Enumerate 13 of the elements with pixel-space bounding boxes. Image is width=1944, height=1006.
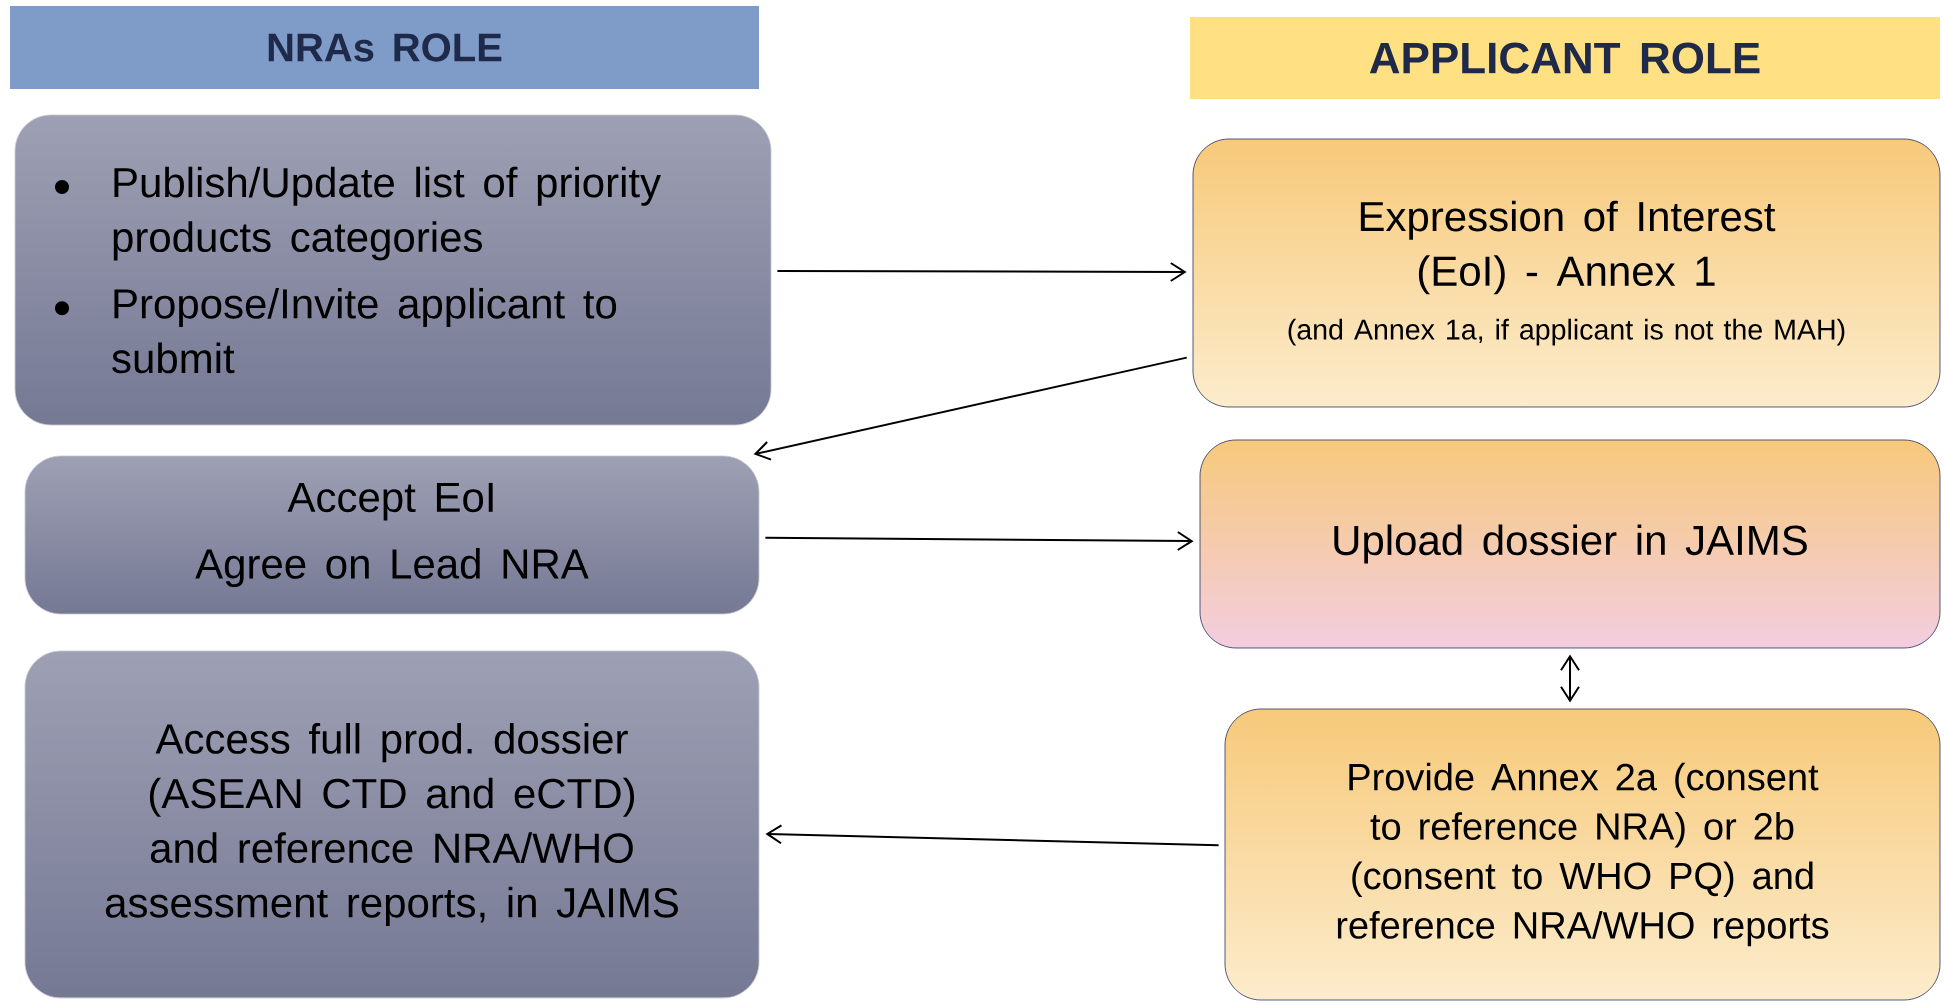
process-box: Access full prod. dossier (ASEAN CTD and eCTD) and reference NRA/WHO assessment reports, in JAIMS <box>24 650 760 999</box>
arrow <box>776 262 1187 282</box>
process-box: Publish/Update list of priority products categories Propose/Invite applicant to submit <box>14 114 772 426</box>
arrow <box>1560 654 1580 703</box>
process-box: Accept EoI Agree on Lead NRA <box>24 455 760 615</box>
role-header: NRAs ROLE <box>10 6 759 89</box>
arrow <box>764 531 1194 551</box>
role-header: APPLICANT ROLE <box>1190 17 1940 99</box>
arrow <box>753 356 1188 461</box>
process-box: Provide Annex 2a (consent to reference NRA) or 2b (consent to WHO PQ) and reference NRA/WHO reports <box>1224 708 1941 1001</box>
arrow <box>765 824 1220 847</box>
process-box: Upload dossier in JAIMS <box>1199 439 1941 649</box>
process-box: Expression of Interest (EoI) - Annex 1 (and Annex 1a, if applicant is not the MAH) <box>1192 138 1941 408</box>
